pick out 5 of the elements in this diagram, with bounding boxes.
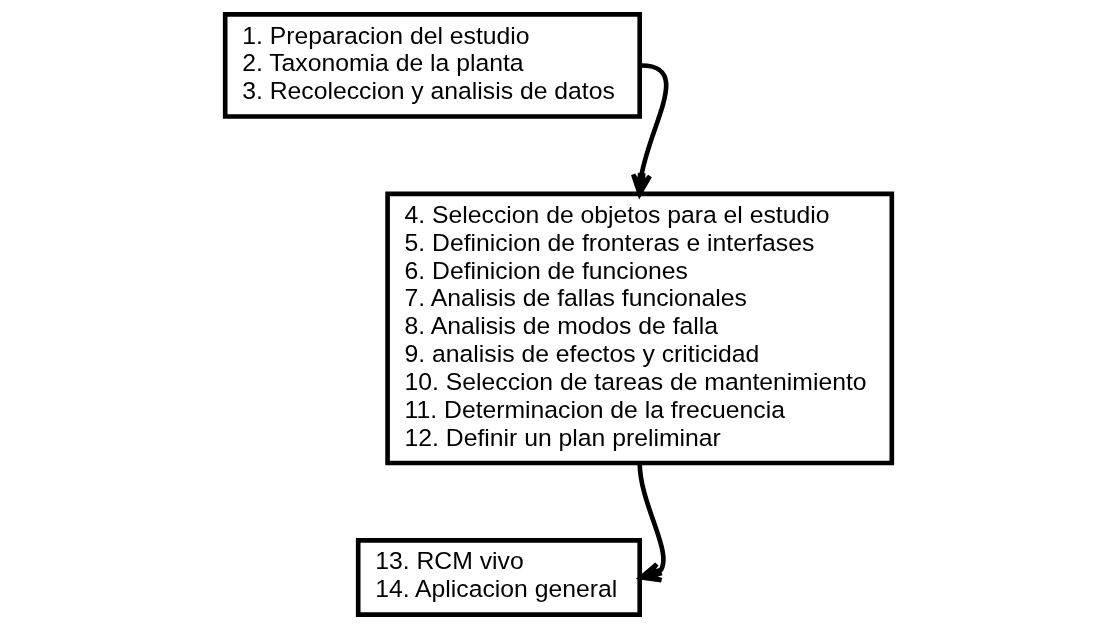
arrow	[637, 462, 666, 583]
node-box: 1. Preparacion del estudio 2. Taxonomia de la planta 3. Recoleccion y analisis de datos	[222, 12, 643, 119]
node-box: 4. Seleccion de objetos para el estudio 5. Definicion de fronteras e interfases 6. Definicion de funciones 7. Analisis de fallas funcionales 8. Analisis de modos de falla 9. analisis de efectos y criticidad 10. Seleccion de tareas de mantenimiento 11. Determinacion de la frecuencia 12. Definir un plan preliminar	[385, 191, 895, 466]
arrow	[630, 63, 669, 197]
node-box: 13. RCM vivo 14. Aplicacion general	[355, 538, 643, 617]
